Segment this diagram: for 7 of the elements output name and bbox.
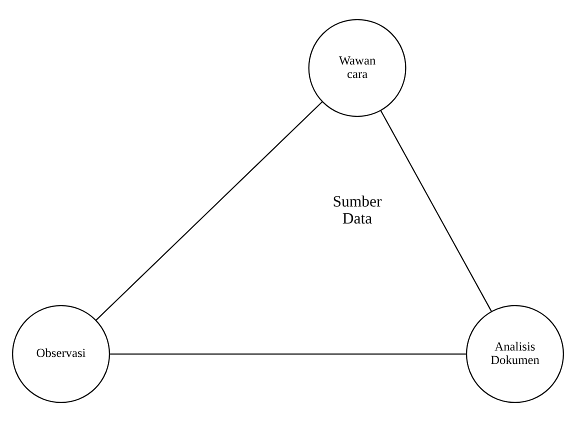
node-circle: Observasi — [12, 304, 110, 403]
connector — [380, 110, 492, 312]
label: Sumber Data — [332, 193, 382, 228]
connector — [96, 100, 323, 320]
node-circle: Wawan cara — [308, 18, 406, 116]
node-circle: Analisis Dokumen — [466, 304, 564, 403]
connector — [110, 353, 466, 354]
